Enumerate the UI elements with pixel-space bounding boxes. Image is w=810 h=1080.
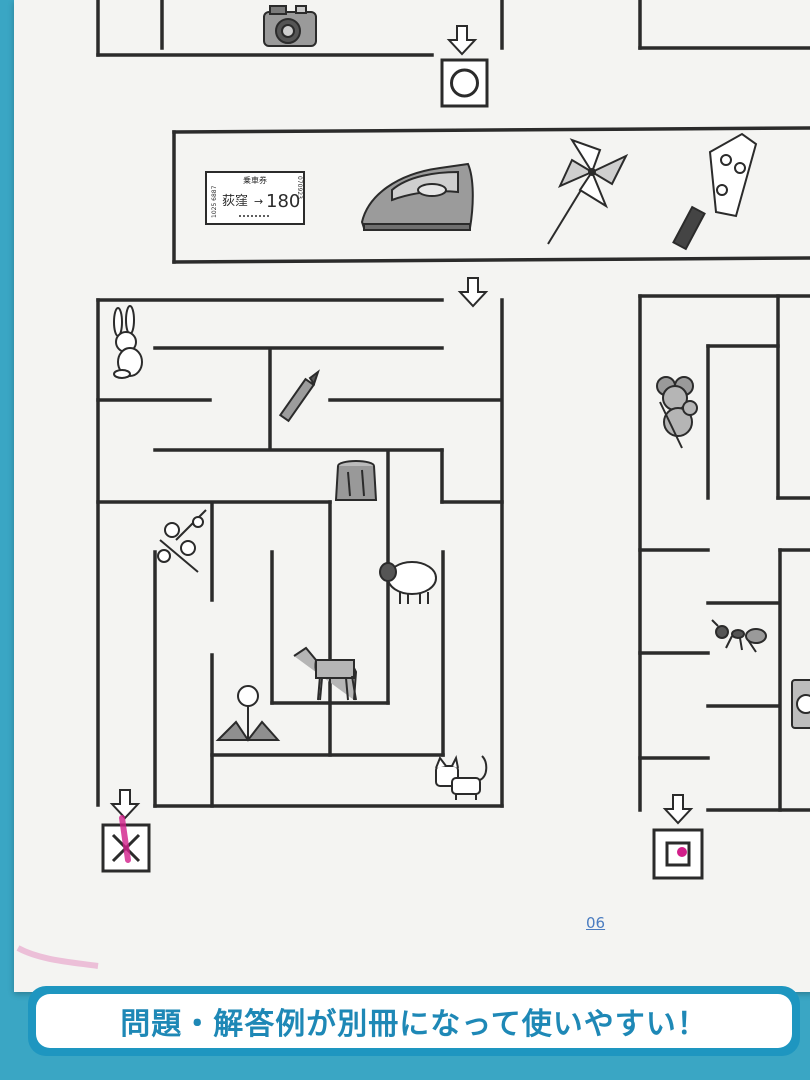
train-ticket-icon: 乗車券 荻窪 → 180 1025 6887 070923 [205,171,305,225]
iron-icon [360,162,474,231]
maze-lower-right [638,294,810,812]
dandelion-icon [215,685,281,742]
ticket-fare: 180 [266,191,300,212]
ant-icon [711,619,767,653]
promo-banner-pill: 問題・解答例が別冊になって使いやすい！ [36,994,792,1048]
horse-icon [293,646,358,701]
marker-smudge [16,945,99,969]
arrow-down-icon [457,277,489,308]
svg-text:→: → [254,195,263,208]
maze-top-fragment [96,0,810,57]
answer-box-circle [440,58,489,108]
answer-box-cross [101,815,151,873]
arrow-down-icon [109,789,141,820]
ticket-station: 荻窪 [222,193,248,209]
koala-icon [656,376,698,449]
cat-icon [435,754,488,800]
arrow-down-icon [662,794,694,825]
page-number: 06 [586,914,606,932]
answer-box-square [652,828,704,880]
promo-banner-text: 問題・解答例が別冊になって使いやすい！ [120,1007,708,1042]
ticket-right-code: 070923 [296,176,303,199]
ticket-header: 乗車券 [243,175,267,185]
camera-icon [263,5,317,47]
tree-stump-icon [334,460,378,501]
crayon-icon [278,369,320,423]
sheep-icon [379,561,437,604]
plum-blossom-icon [157,509,207,573]
ticket-left-code: 1025 6887 [211,185,218,218]
rabbit-icon [113,305,143,379]
promo-banner: 問題・解答例が別冊になって使いやすい！ [28,986,800,1056]
maze-lower-left [96,298,504,808]
maze-middle-corridor [172,126,810,264]
pinwheel-icon [547,138,629,245]
clock-icon [791,679,810,729]
arrow-down-icon [446,25,478,56]
hagoita-paddle-icon [672,132,758,251]
